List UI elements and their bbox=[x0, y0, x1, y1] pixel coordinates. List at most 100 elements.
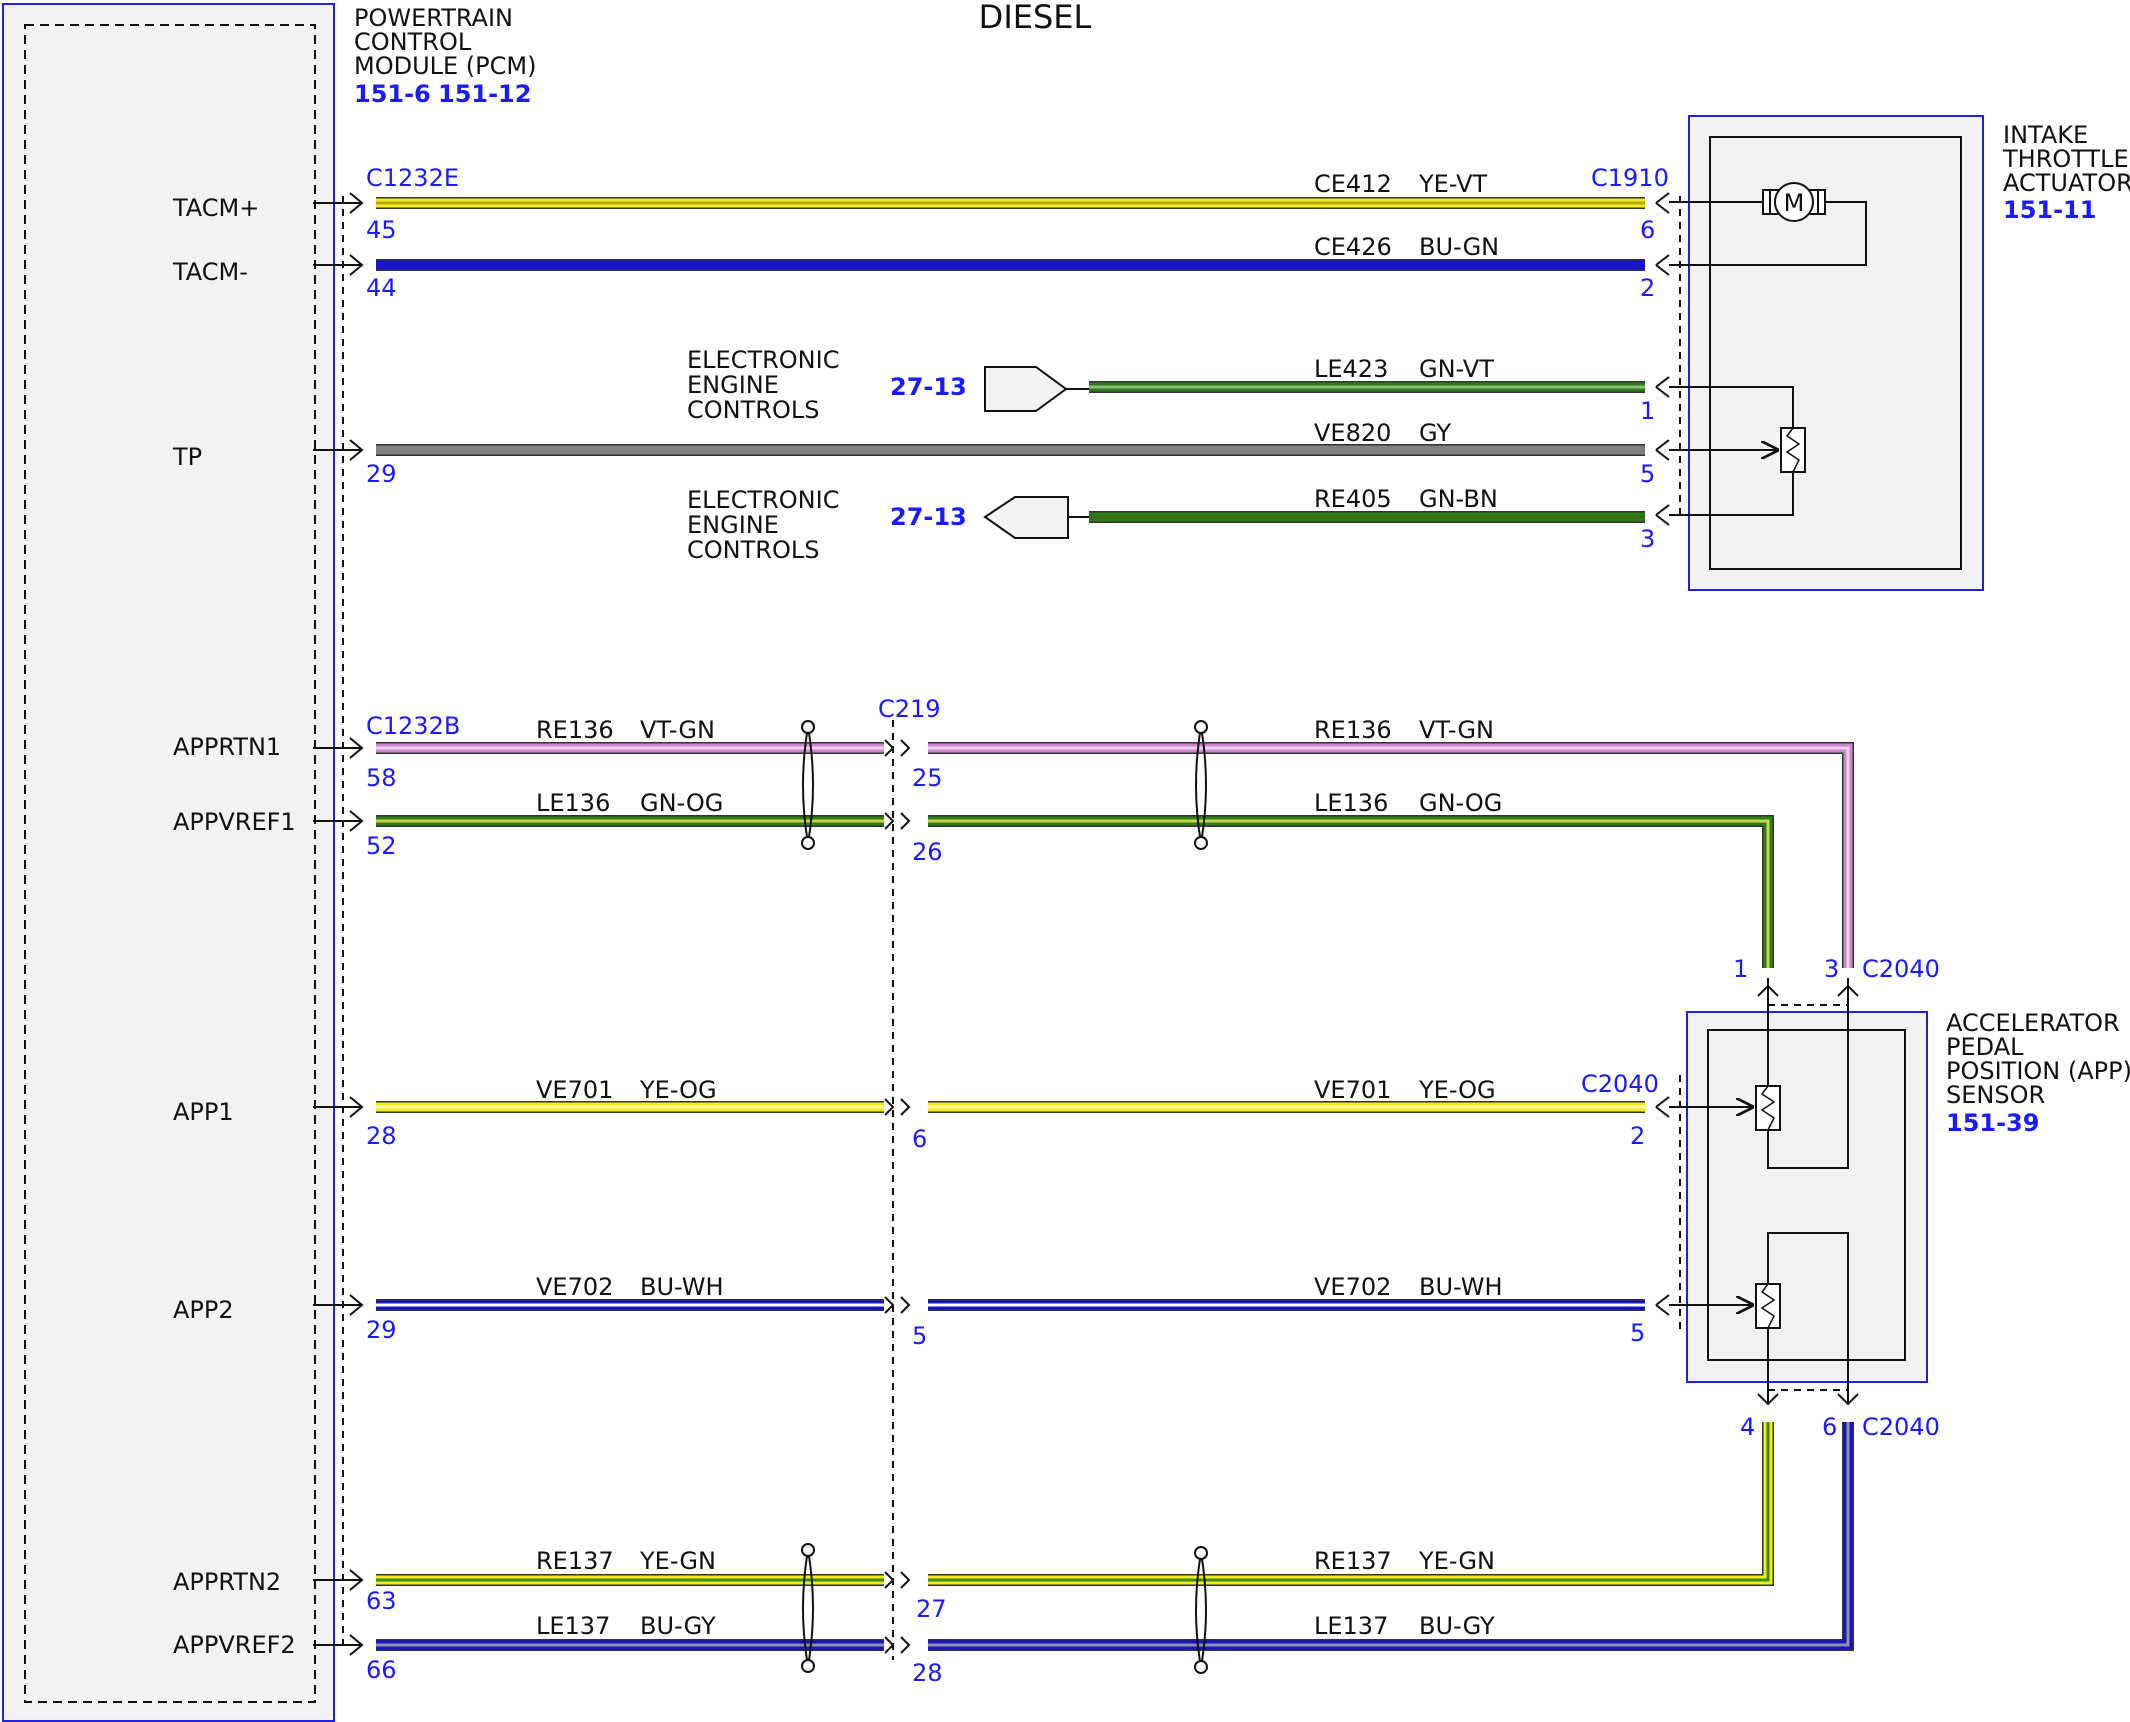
pin-number: 29 bbox=[366, 460, 397, 488]
pcm-signal-labels: TACM+ TACM- TP APPRTN1 APPVREF1 APP1 APP… bbox=[172, 194, 296, 1659]
signal-app1: APP1 bbox=[173, 1098, 234, 1126]
pin-number: 3 bbox=[1824, 955, 1839, 983]
pin-number: 27 bbox=[916, 1595, 947, 1623]
wire-le137-b-layer bbox=[928, 1422, 1850, 1647]
wire-color-label: YE-VT bbox=[1418, 170, 1487, 198]
arrow-pin-29-tp bbox=[313, 439, 364, 461]
wire-le136-b-layer bbox=[928, 815, 1774, 968]
eec-upper-ref[interactable]: 27-13 bbox=[890, 373, 967, 401]
app-ref[interactable]: 151-39 bbox=[1946, 1109, 2039, 1137]
pcm-name-1: POWERTRAIN bbox=[354, 4, 513, 32]
wire-color-label: GN-VT bbox=[1419, 355, 1494, 383]
pin-number: 28 bbox=[912, 1659, 943, 1687]
pcm-ref-2[interactable]: 151-12 bbox=[438, 80, 531, 108]
circuit-label: RE136 bbox=[536, 716, 614, 744]
arrow-pin-58 bbox=[313, 737, 364, 759]
twisted-pair-icon bbox=[1194, 720, 1208, 850]
pin-number: 28 bbox=[366, 1122, 397, 1150]
pcm-ref-1[interactable]: 151-6 bbox=[354, 80, 431, 108]
signal-apprtn2: APPRTN2 bbox=[173, 1568, 281, 1596]
signal-apprtn1: APPRTN1 bbox=[173, 733, 281, 761]
pin-numbers: 45 6 44 2 1 29 5 3 58 25 3 52 26 1 28 6 … bbox=[366, 216, 1839, 1687]
eec-reference-upper: ELECTRONIC ENGINE CONTROLS 27-13 bbox=[687, 346, 1089, 424]
circuit-label: VE701 bbox=[1314, 1076, 1391, 1104]
app1-potentiometer-icon bbox=[1755, 1085, 1781, 1131]
app-inner-box bbox=[1707, 1029, 1906, 1361]
pin-number: 4 bbox=[1740, 1413, 1755, 1441]
arrow-c1910-6 bbox=[1655, 192, 1670, 214]
arrow-pin-63 bbox=[313, 1569, 364, 1591]
pin-number: 25 bbox=[912, 764, 943, 792]
pin-number: 1 bbox=[1733, 955, 1748, 983]
ita-name-1: INTAKE bbox=[2003, 121, 2088, 149]
signal-appvref2: APPVREF2 bbox=[173, 1631, 296, 1659]
app-name-2: PEDAL bbox=[1946, 1033, 2024, 1061]
twisted-pair-icon bbox=[801, 1543, 815, 1673]
pin-number: 66 bbox=[366, 1656, 397, 1684]
arrow-c2040-4 bbox=[1757, 1393, 1779, 1406]
wire-color-label: BU-GN bbox=[1419, 233, 1499, 261]
app-name-4: SENSOR bbox=[1946, 1081, 2045, 1109]
pin-number: 5 bbox=[1630, 1319, 1645, 1347]
circuit-label: LE137 bbox=[536, 1612, 610, 1640]
circuit-label: VE820 bbox=[1314, 419, 1391, 447]
pin-number: 26 bbox=[912, 838, 943, 866]
connector-c1232b: C1232B bbox=[366, 712, 460, 740]
wire-re136-b-layer bbox=[928, 742, 1854, 968]
arrow-c1910-1 bbox=[1655, 376, 1670, 398]
wire-re136-b-layer bbox=[928, 746, 1850, 968]
twisted-pair-icon bbox=[1194, 1546, 1208, 1674]
circuit-labels: CE412 YE-VT CE426 BU-GN LE423 GN-VT VE82… bbox=[536, 170, 1503, 1640]
pin-number: 6 bbox=[912, 1125, 927, 1153]
wire-le137-b bbox=[928, 1422, 1854, 1651]
eec-reference-lower: ELECTRONIC ENGINE CONTROLS 27-13 bbox=[687, 486, 1089, 564]
wire-color-label: GN-OG bbox=[1419, 789, 1502, 817]
arrow-pin-45 bbox=[313, 192, 364, 214]
arrow-pin-29-app2 bbox=[313, 1294, 364, 1316]
pcm-name-3: MODULE (PCM) bbox=[354, 52, 536, 80]
wire-color-label: YE-OG bbox=[1418, 1076, 1496, 1104]
wire-color-label: YE-GN bbox=[639, 1547, 716, 1575]
connector-c219: C219 bbox=[878, 695, 941, 723]
pin-number: 45 bbox=[366, 216, 397, 244]
eec-upper-name-2: ENGINE bbox=[687, 371, 779, 399]
ita-ref[interactable]: 151-11 bbox=[2003, 196, 2096, 224]
pin-number: 1 bbox=[1640, 397, 1655, 425]
eec-lower-name-2: ENGINE bbox=[687, 511, 779, 539]
pin-number: 2 bbox=[1640, 274, 1655, 302]
diagram-title: DIESEL bbox=[979, 0, 1092, 36]
signal-tacm-neg: TACM- bbox=[172, 258, 248, 286]
pin-number: 6 bbox=[1640, 216, 1655, 244]
wire-color-label: YE-GN bbox=[1418, 1547, 1495, 1575]
arrow-c2040-2 bbox=[1655, 1096, 1670, 1118]
signal-app2: APP2 bbox=[173, 1296, 234, 1324]
signal-appvref1: APPVREF1 bbox=[173, 808, 296, 836]
wires bbox=[376, 197, 1854, 1651]
wire-le136-b bbox=[928, 815, 1774, 968]
ita-inner-box bbox=[1709, 136, 1962, 570]
twisted-pair-symbols bbox=[801, 720, 1208, 1674]
wire-color-label: BU-GY bbox=[640, 1612, 716, 1640]
circuit-label: LE137 bbox=[1314, 1612, 1388, 1640]
motor-label: M bbox=[1784, 189, 1805, 217]
arrow-pin-66 bbox=[313, 1634, 364, 1656]
intake-throttle-actuator: INTAKE THROTTLE ACTUATOR 151-11 M bbox=[1669, 115, 2130, 591]
app-name-1: ACCELERATOR bbox=[1946, 1009, 2120, 1037]
eec-upper-name-3: CONTROLS bbox=[687, 396, 819, 424]
arrow-c2040-6 bbox=[1837, 1393, 1859, 1406]
ita-name-2: THROTTLE bbox=[2002, 145, 2129, 173]
circuit-label: RE136 bbox=[1314, 716, 1392, 744]
signal-tp: TP bbox=[172, 443, 202, 471]
app-sensor: ACCELERATOR PEDAL POSITION (APP) SENSOR … bbox=[1669, 978, 2130, 1406]
circuit-label: LE136 bbox=[1314, 789, 1388, 817]
wire-color-label: BU-WH bbox=[640, 1273, 724, 1301]
wire-color-label: GY bbox=[1419, 419, 1451, 447]
pcm-inner-boundary bbox=[24, 24, 316, 1703]
circuit-label: RE137 bbox=[1314, 1547, 1392, 1575]
wire-color-label: VT-GN bbox=[1419, 716, 1494, 744]
pin-number: 3 bbox=[1640, 525, 1655, 553]
circuit-label: LE423 bbox=[1314, 355, 1388, 383]
pin-number: 29 bbox=[366, 1316, 397, 1344]
wire-re136-b-layer bbox=[928, 743, 1853, 968]
eec-lower-ref[interactable]: 27-13 bbox=[890, 503, 967, 531]
